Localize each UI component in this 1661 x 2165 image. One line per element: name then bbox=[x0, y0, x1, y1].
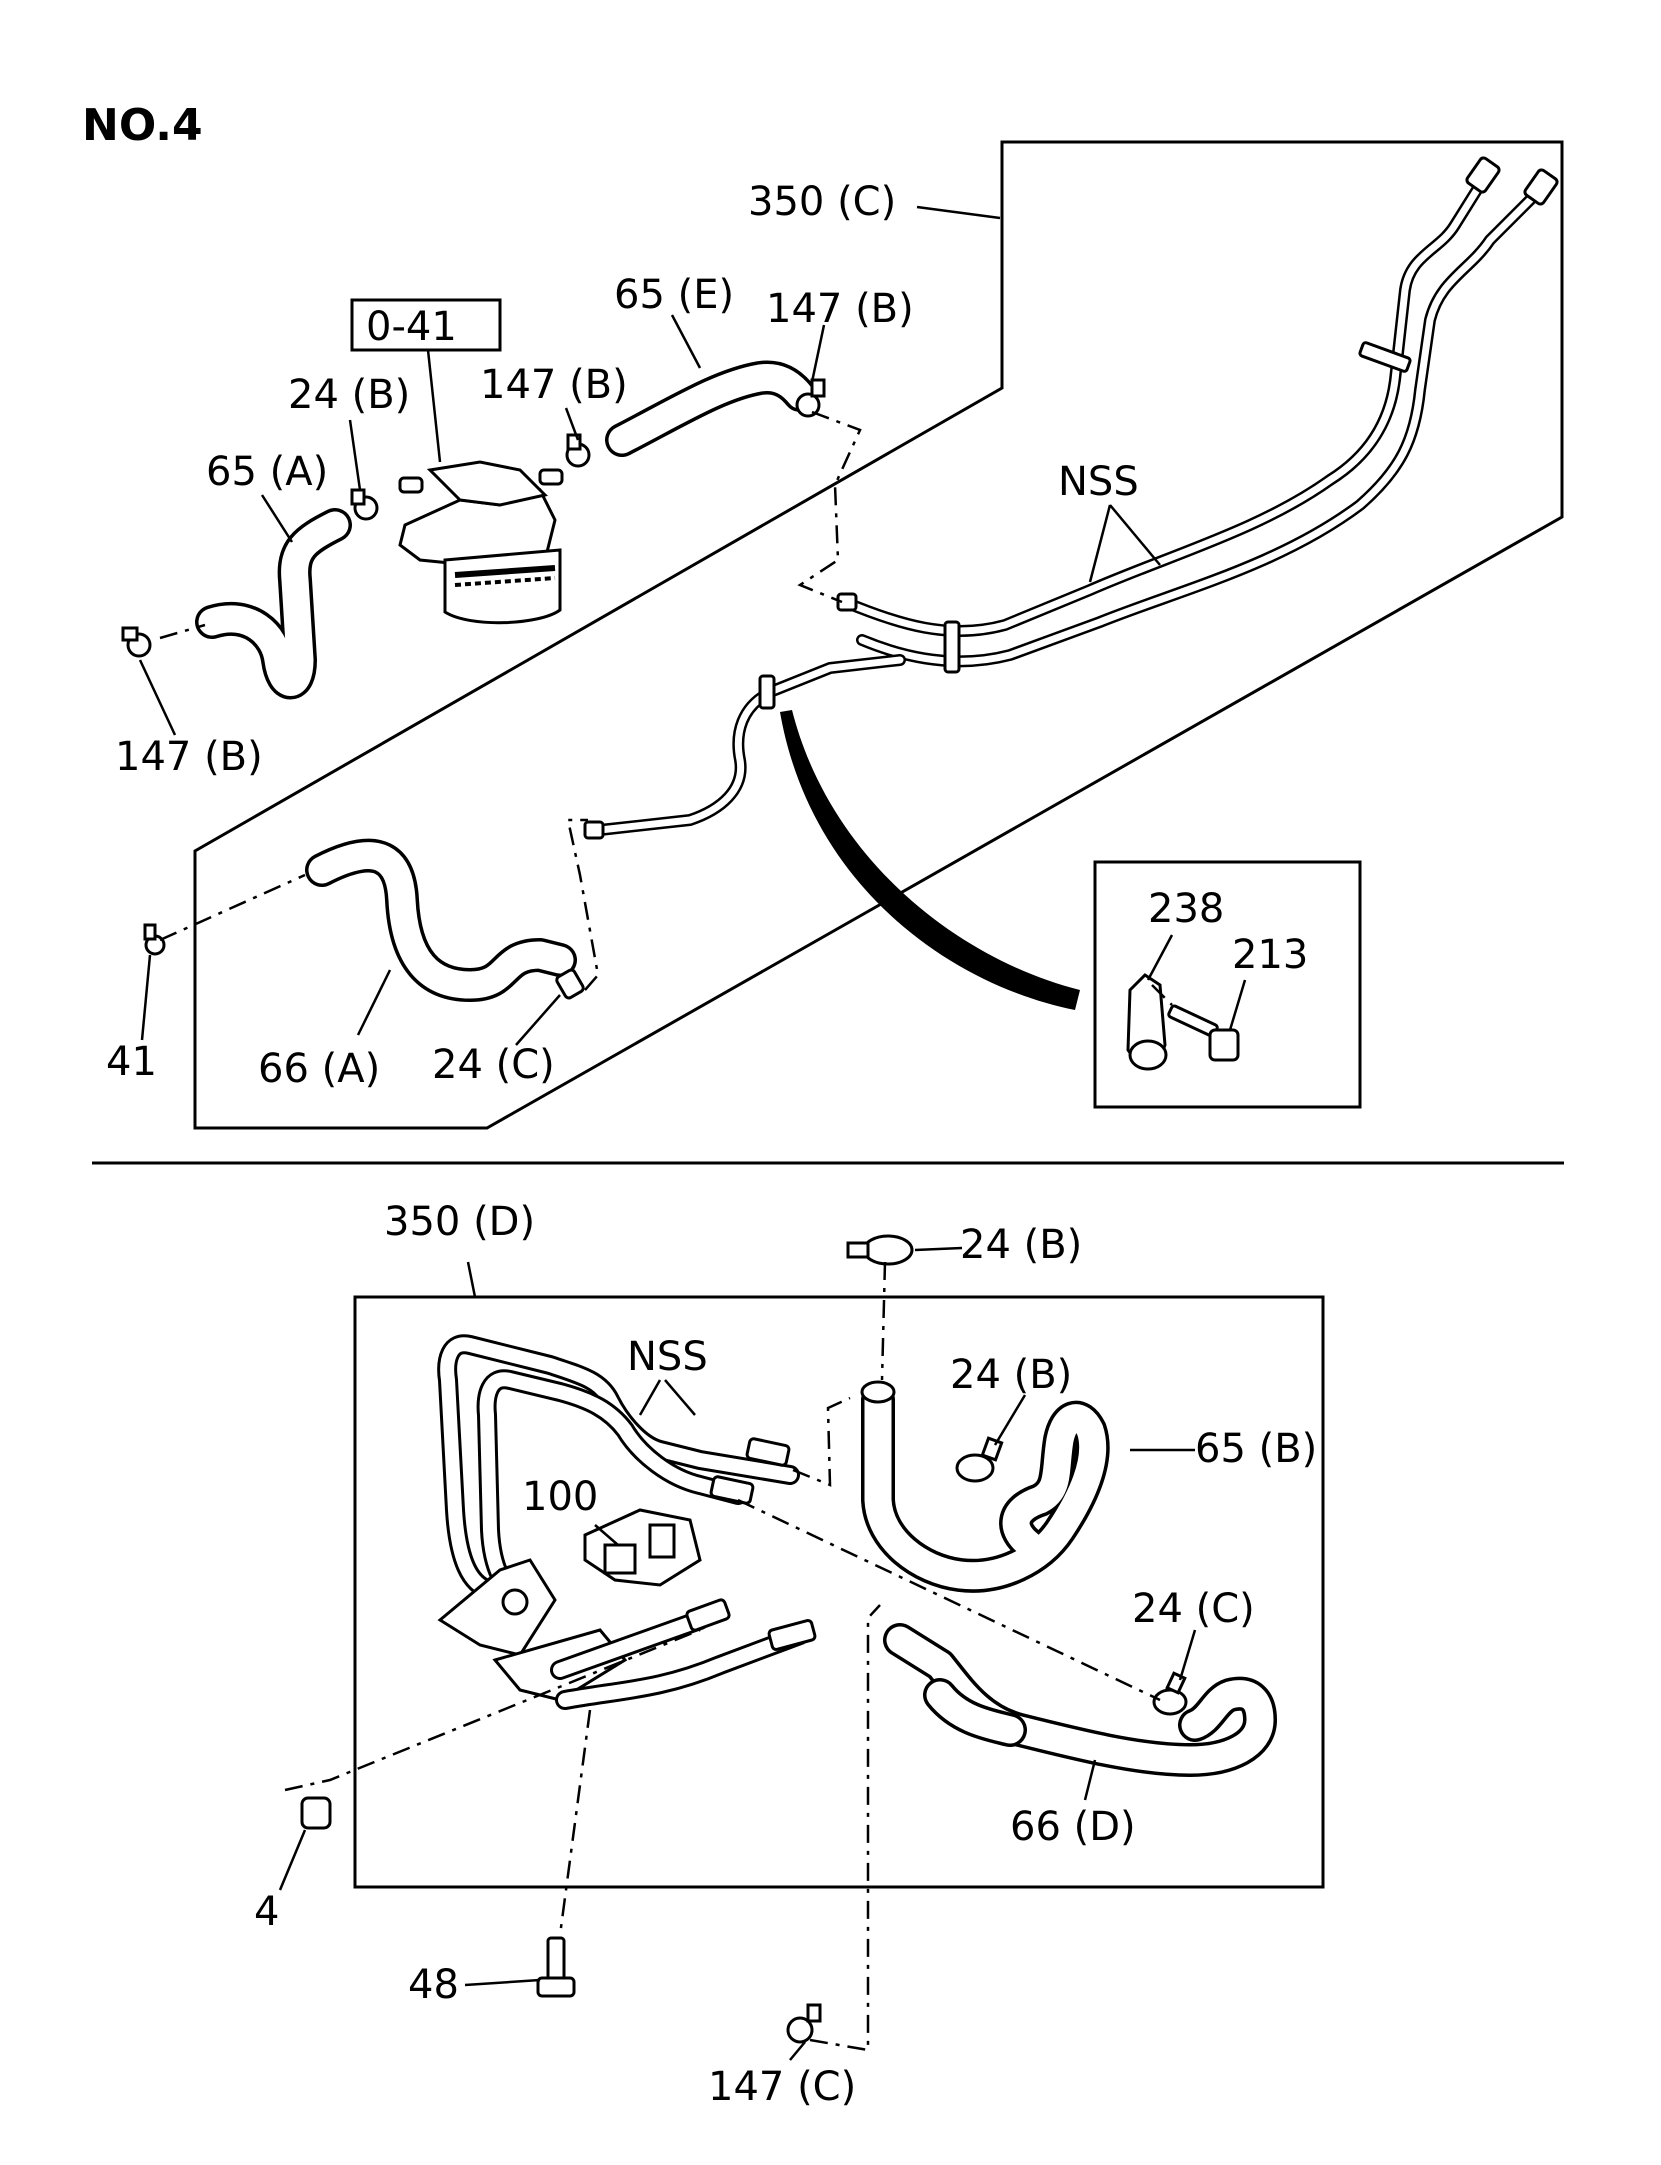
label-clip-41: 41 bbox=[106, 1039, 157, 1085]
fuel-hose-65e bbox=[605, 360, 817, 457]
label-hose-65a: 65 (A) bbox=[206, 449, 328, 495]
label-pipe-350d: 350 (D) bbox=[384, 1199, 535, 1245]
top-section-frame bbox=[193, 140, 1564, 1130]
label-hose-66a: 66 (A) bbox=[258, 1046, 380, 1092]
label-hose-65e: 65 (E) bbox=[614, 272, 734, 318]
nut-4-part bbox=[300, 1796, 332, 1830]
clamp-24b-top-part bbox=[846, 1234, 914, 1266]
label-clamp-24b-mid: 24 (B) bbox=[950, 1352, 1072, 1398]
label-nut-4: 4 bbox=[254, 1889, 279, 1935]
bracket-238-part bbox=[1126, 973, 1168, 1071]
diagram-title: NO.4 bbox=[82, 100, 203, 151]
fuel-hose-65b bbox=[860, 1380, 1110, 1593]
fuel-filter-assembly bbox=[398, 460, 564, 625]
label-clamp-24b-top: 24 (B) bbox=[960, 1222, 1082, 1268]
bottom-section: 350 (D) 24 (B) NSS 24 (B) 65 (B) 100 24 … bbox=[254, 1199, 1325, 2110]
bolt-48-part bbox=[536, 1936, 576, 1998]
fuel-hose-66d bbox=[883, 1623, 1277, 1777]
bottom-section-frame bbox=[353, 1295, 1325, 1889]
label-nss-top: NSS bbox=[1058, 459, 1139, 505]
label-pipe-350c: 350 (C) bbox=[748, 179, 896, 225]
ref-box bbox=[350, 298, 502, 352]
clamp-24b-mid-part bbox=[955, 1436, 1004, 1483]
bolt-213-part bbox=[1167, 1004, 1240, 1062]
fuel-hose-66a bbox=[305, 838, 577, 1002]
clip-147b-top-right-part bbox=[795, 378, 826, 418]
label-clamp-24c: 24 (C) bbox=[432, 1042, 555, 1088]
clip-41-part bbox=[143, 923, 166, 956]
clip-147b-left-part bbox=[121, 626, 152, 658]
label-clip-147b-left: 147 (B) bbox=[115, 734, 263, 780]
label-nss-bottom: NSS bbox=[627, 1334, 708, 1380]
fuel-hose-65a bbox=[195, 508, 352, 700]
label-clamp-24c-bottom: 24 (C) bbox=[1132, 1586, 1255, 1632]
detail-inset-frame bbox=[1093, 860, 1362, 1109]
label-bracket-238: 238 bbox=[1148, 886, 1224, 932]
clamp-24c-part bbox=[1152, 1671, 1188, 1716]
clamp-24c-part bbox=[555, 968, 585, 1000]
clip-147c-part bbox=[786, 2003, 822, 2044]
label-clip-147c: 147 (C) bbox=[708, 2064, 856, 2110]
fuel-pipe-350d bbox=[437, 1334, 800, 1608]
detail-leader bbox=[780, 710, 1080, 1010]
top-section: 0-41 bbox=[106, 140, 1564, 1130]
label-part-100: 100 bbox=[522, 1474, 598, 1520]
label-hose-65b: 65 (B) bbox=[1195, 1426, 1317, 1472]
part-100 bbox=[583, 1508, 702, 1587]
label-clamp-24b: 24 (B) bbox=[288, 372, 410, 418]
label-clip-147b-top-right: 147 (B) bbox=[766, 286, 914, 332]
lower-fuel-tubes bbox=[550, 1598, 817, 1710]
fuel-pipe-350c bbox=[583, 156, 1559, 840]
label-clip-147b-mid: 147 (B) bbox=[480, 362, 628, 408]
clamp-24b-part bbox=[350, 488, 379, 521]
label-bolt-213: 213 bbox=[1232, 932, 1308, 978]
ref-box-text: 0-41 bbox=[366, 304, 457, 350]
label-bolt-48: 48 bbox=[408, 1962, 459, 2008]
label-hose-66d: 66 (D) bbox=[1010, 1804, 1136, 1850]
